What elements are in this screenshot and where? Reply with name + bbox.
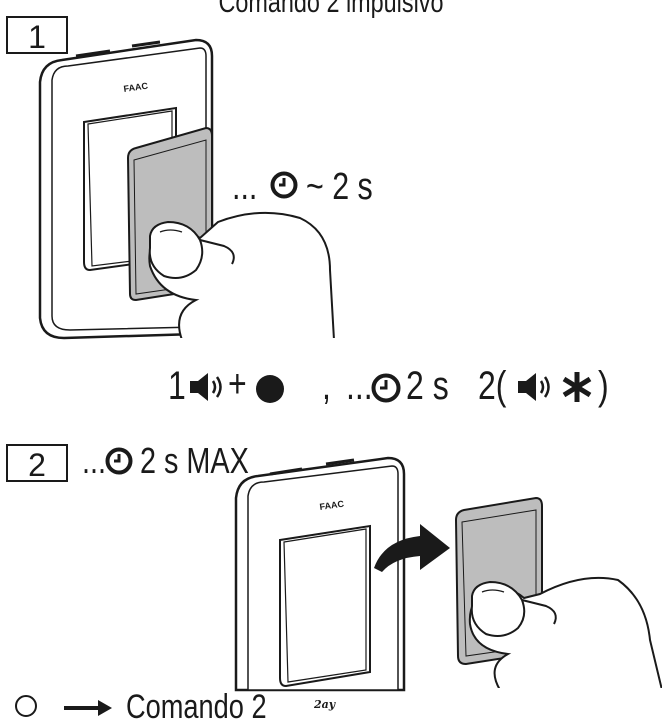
step-2-device <box>234 456 406 692</box>
step-1-clock-icon <box>270 171 298 199</box>
condition-speaker-icon-2 <box>518 373 550 401</box>
page-title: Comando 2 impulsivo <box>218 0 444 19</box>
step-1-dots: ... <box>232 166 258 208</box>
step-1-hand <box>148 211 336 341</box>
step-2-hold-time: 2 s MAX <box>140 440 249 481</box>
step-2-number: 2 <box>28 447 46 483</box>
step-2-dots: ... <box>82 440 107 481</box>
condition-count-1: 1 <box>168 364 186 408</box>
step-2-hand <box>468 576 662 691</box>
condition-speaker-icon <box>190 373 222 401</box>
step-1-number-box: 1 <box>6 16 68 55</box>
condition-dots: ... <box>346 364 373 408</box>
result-right-arrow-icon <box>64 700 112 716</box>
result-led-off-icon <box>15 695 37 717</box>
step-2-device-signature: 2ay <box>313 698 337 711</box>
condition-close: ) <box>598 364 609 408</box>
condition-asterisk-icon <box>562 372 592 402</box>
step-2-move-arrow <box>374 524 450 572</box>
condition-count-2: 2( <box>478 364 507 408</box>
condition-comma: , <box>322 364 331 408</box>
result-label: Comando 2 <box>126 688 267 726</box>
condition-plus: + <box>228 362 247 406</box>
step-2-number-box: 2 <box>6 444 68 483</box>
step-1-number: 1 <box>28 19 46 55</box>
condition-time: 2 s <box>406 364 449 408</box>
step-1-hold-time: ~ 2 s <box>306 166 373 208</box>
step-1-hold: ... <box>232 166 264 209</box>
condition-led-on-icon <box>256 375 284 403</box>
condition-clock-icon <box>371 373 401 403</box>
step-2-device-logo: FAAC <box>319 499 345 512</box>
step-1-device-logo: FAAC <box>123 81 149 94</box>
step-2-clock-icon <box>105 447 133 475</box>
